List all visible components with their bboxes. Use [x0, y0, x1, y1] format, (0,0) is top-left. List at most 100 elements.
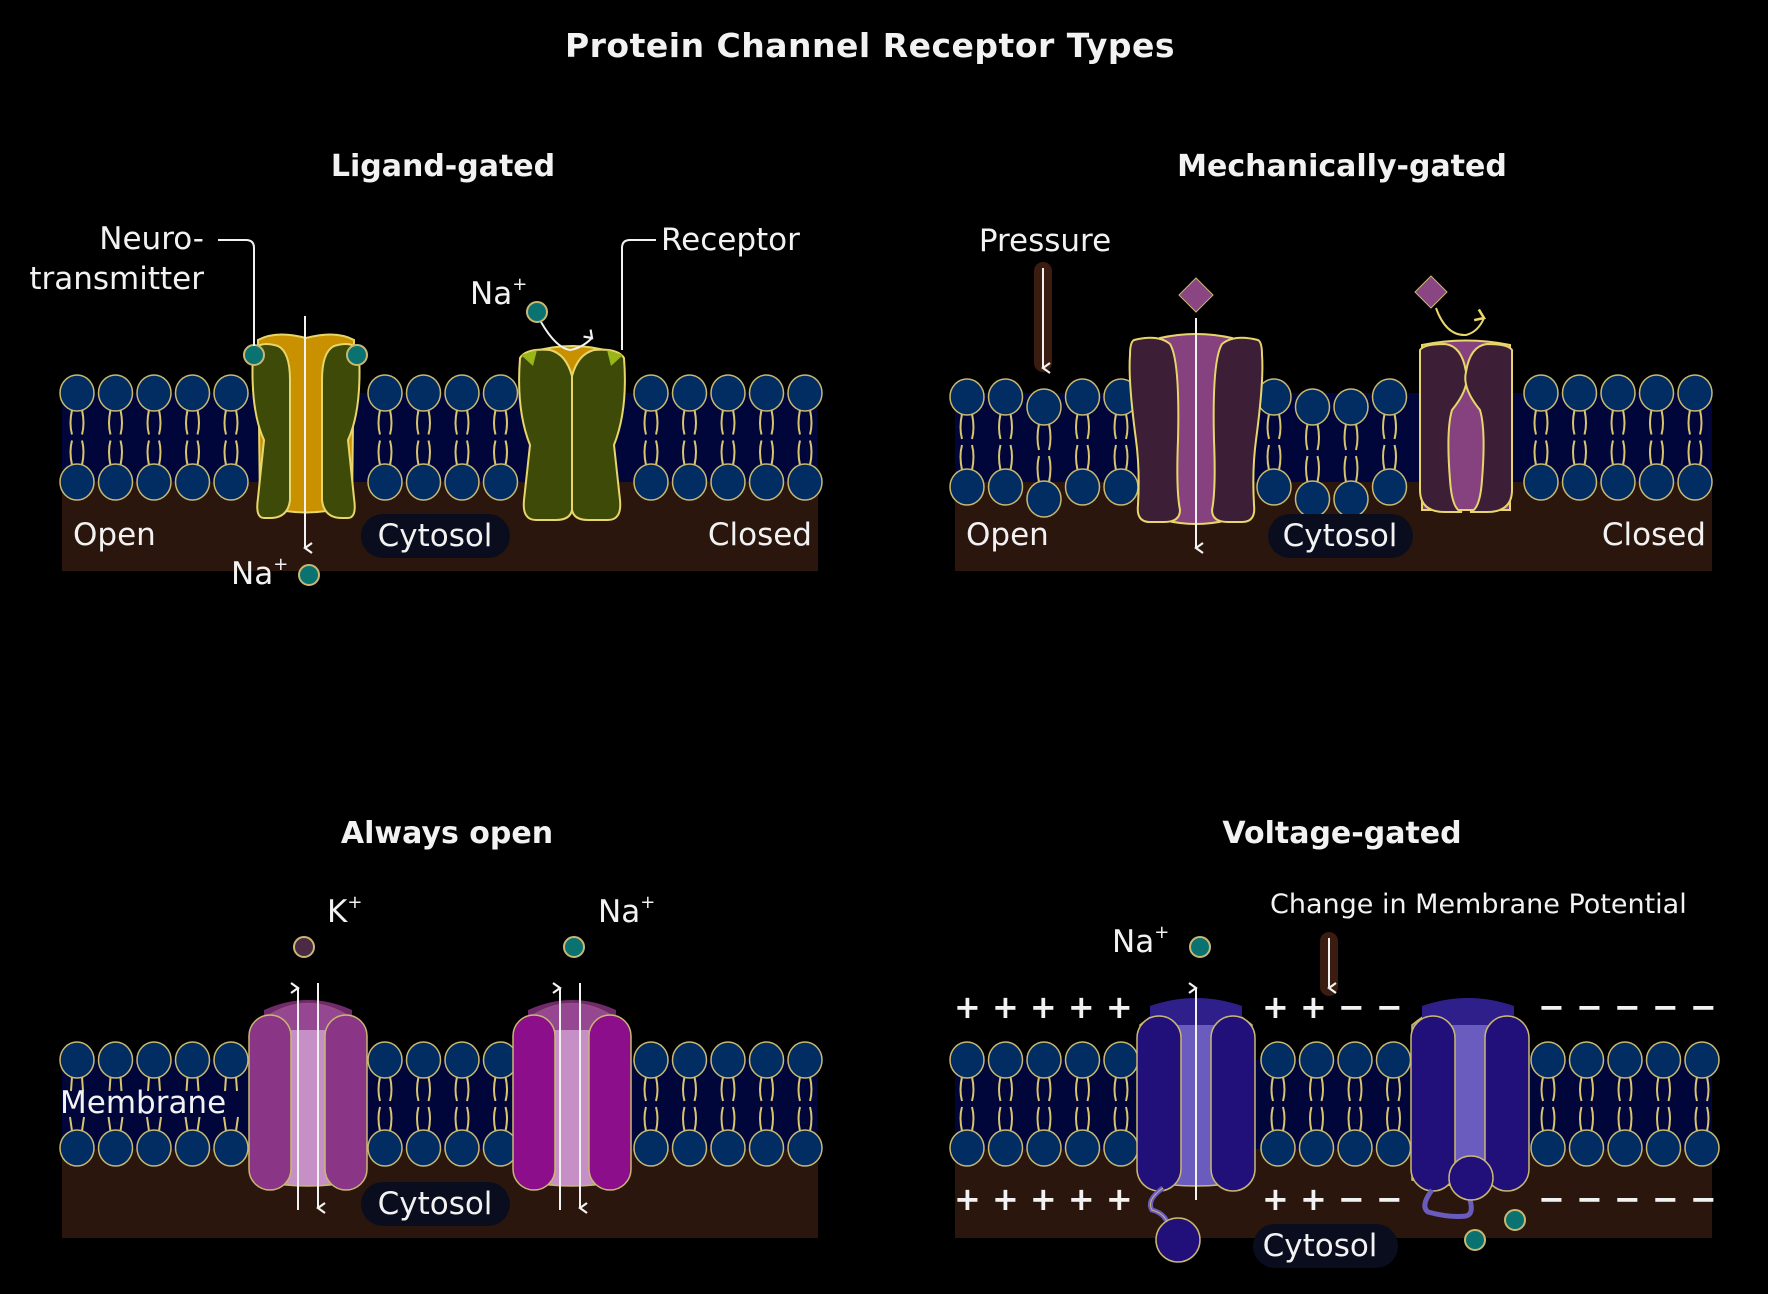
- lipid-tail: [693, 1076, 697, 1132]
- lipid-tail: [377, 1076, 381, 1132]
- label-closed: Closed: [708, 517, 812, 553]
- lipid-head: [213, 374, 249, 412]
- label-change-in-membrane-potential: Change in Membrane Potential: [1270, 889, 1687, 920]
- channel-subunit-right: [1484, 1015, 1530, 1192]
- lipid-head: [987, 1129, 1024, 1167]
- lipid-tail: [720, 409, 724, 466]
- sodium-ion: [1189, 936, 1211, 958]
- channel-subunit-right: [588, 1014, 632, 1191]
- lipid-head: [97, 1129, 134, 1167]
- lipid-head: [1333, 480, 1369, 518]
- sodium-ion: [298, 564, 320, 586]
- label-sodium-bottom: Na+: [231, 554, 288, 592]
- mechanical-channel-open: [1128, 277, 1264, 554]
- label-pressure: Pressure: [979, 223, 1111, 259]
- voltage-channel-open: Na+: [1112, 922, 1256, 1263]
- lipid-tail: [1086, 413, 1090, 471]
- cytosol-label-bg: [361, 514, 510, 558]
- lipid-tail: [147, 1076, 150, 1092]
- lipid-tail: [223, 1116, 227, 1132]
- lipid-tail: [797, 409, 801, 466]
- lipid-tail: [1610, 409, 1614, 466]
- lipid-head: [1294, 480, 1331, 518]
- lipid-tail: [1086, 1076, 1090, 1132]
- lipid-tail: [81, 1116, 85, 1132]
- lipid-tail: [389, 409, 393, 466]
- lipid-head: [482, 463, 519, 501]
- panel-ligand-gated: Ligand-gated Neuro- transmitter: [29, 149, 823, 592]
- lipid-tail: [655, 409, 659, 466]
- lipid-tail: [158, 1116, 162, 1132]
- membrane-core: [62, 393, 818, 482]
- label-open: Open: [73, 517, 156, 553]
- mechanical-stimulus-marker: [1178, 277, 1214, 313]
- lipid-tail: [959, 413, 963, 471]
- lipid-tail: [1009, 413, 1013, 471]
- lipid-head: [405, 374, 442, 412]
- lipid-tail: [81, 1076, 84, 1092]
- main-title: Protein Channel Receptor Types: [565, 26, 1175, 65]
- lipid-tail: [1305, 423, 1309, 483]
- lipid-head: [97, 1041, 134, 1079]
- lipid-head: [1298, 1041, 1335, 1079]
- lipid-head: [1561, 374, 1598, 412]
- neurotransmitter-molecule: [243, 344, 265, 366]
- lipid-group-mid: [367, 374, 519, 501]
- lipid-head: [405, 463, 442, 501]
- lipid-head: [987, 468, 1024, 506]
- lipid-tail: [1583, 409, 1587, 466]
- inactivation-tether: [1422, 1188, 1474, 1219]
- lipid-head: [710, 374, 746, 412]
- lipid-head: [1256, 468, 1292, 506]
- lipid-head: [1607, 1041, 1643, 1079]
- lipid-group-left: [59, 374, 249, 501]
- lipid-head: [1026, 1129, 1062, 1167]
- lipid-group-right: [1530, 1041, 1720, 1167]
- receptor-site: [607, 350, 623, 366]
- lipid-tail: [427, 1076, 431, 1132]
- lipid-head: [444, 1129, 480, 1167]
- lipid-head: [710, 1129, 746, 1167]
- lipid-tail: [196, 1076, 200, 1092]
- lipid-tail: [146, 1116, 150, 1132]
- lipid-head: [1638, 374, 1675, 412]
- lipid-tail: [1386, 1076, 1390, 1132]
- lipid-tail: [732, 1076, 736, 1132]
- lipid-tail: [1009, 1076, 1013, 1132]
- lipid-tail: [1533, 409, 1537, 466]
- lipid-tail: [1687, 409, 1691, 466]
- lipid-head: [748, 374, 785, 412]
- lipid-group-left: [949, 378, 1139, 518]
- lipid-head: [671, 1041, 708, 1079]
- lipid-head: [213, 463, 249, 501]
- channel-cap: [1422, 998, 1514, 1025]
- voltage-channel-inactivated: [1410, 998, 1530, 1251]
- lipid-tail: [1667, 1076, 1671, 1132]
- lipid-group-right: [1523, 374, 1713, 501]
- lipid-head: [1568, 1129, 1605, 1167]
- panel-title-mechanically-gated: Mechanically-gated: [1177, 149, 1507, 184]
- lipid-head: [1561, 463, 1598, 501]
- mechanical-stimulus-marker: [1414, 275, 1448, 309]
- lipid-tail: [493, 1076, 497, 1132]
- lipid-head: [174, 463, 211, 501]
- lipid-tail: [682, 409, 686, 466]
- lipid-head: [787, 1041, 823, 1079]
- lipid-head: [1677, 463, 1713, 501]
- lipid-head: [671, 463, 708, 501]
- lipid-tail: [1393, 413, 1397, 471]
- lipid-head: [1684, 1129, 1720, 1167]
- lipid-tail: [196, 409, 200, 466]
- lipid-tail: [1125, 1076, 1129, 1132]
- callout-line-neurotransmitter: [218, 239, 255, 346]
- lipid-tail: [377, 409, 381, 466]
- lipid-tail: [998, 1076, 1002, 1132]
- lipid-tail: [1694, 1076, 1698, 1132]
- sodium-ion: [526, 301, 548, 323]
- inactivation-ball: [1448, 1155, 1494, 1201]
- lipid-tail: [1347, 1076, 1351, 1132]
- lipid-tail: [107, 1116, 112, 1132]
- lipid-tail: [81, 409, 85, 466]
- lipid-head: [633, 374, 669, 412]
- sodium-ion: [1464, 1229, 1486, 1251]
